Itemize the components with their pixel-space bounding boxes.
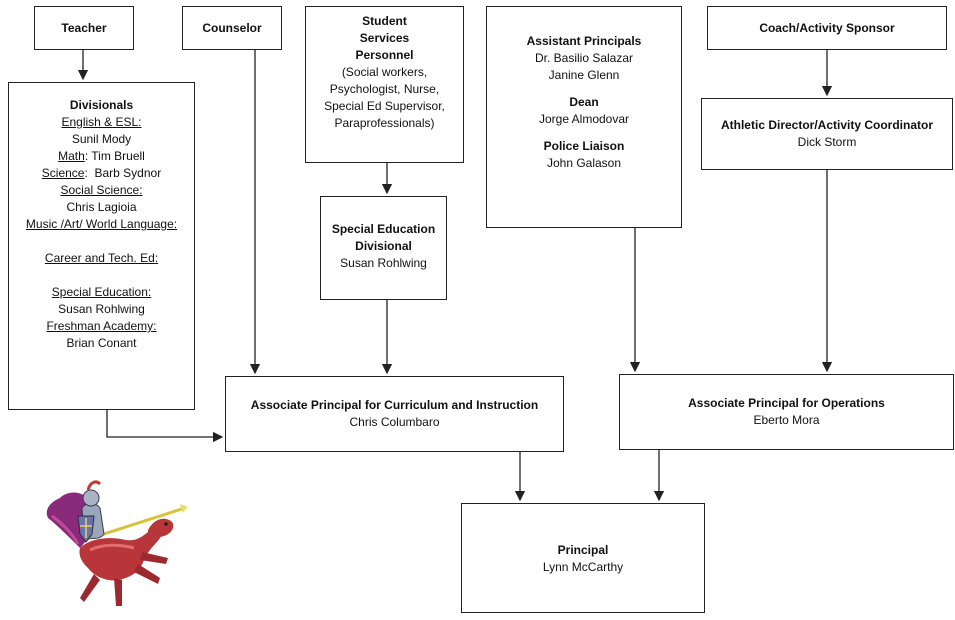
special-education-name: Susan Rohlwing — [58, 302, 145, 316]
sped-divisional-box: Special Education Divisional Susan Rohlw… — [320, 196, 447, 300]
athletic-director-box: Athletic Director/Activity Coordinator D… — [701, 98, 953, 170]
police-liaison-title: Police Liaison — [543, 139, 625, 153]
assoc-operations-name: Eberto Mora — [753, 413, 820, 427]
counselor-box: Counselor — [182, 6, 282, 50]
dean-title: Dean — [569, 95, 599, 109]
divisionals-title: Divisionals — [69, 98, 134, 112]
social-science-name: Chris Lagioia — [66, 200, 137, 214]
sped-divisional-title-1: Special Education — [331, 222, 436, 236]
freshman-academy-name: Brian Conant — [66, 336, 137, 350]
sped-divisional-title-2: Divisional — [355, 239, 412, 253]
student-services-box: Student Services Personnel (Social worke… — [305, 6, 464, 163]
athletic-director-name: Dick Storm — [797, 135, 857, 149]
teacher-box: Teacher — [34, 6, 134, 50]
student-services-detail-3: Special Ed Supervisor, — [324, 99, 445, 113]
sped-divisional-name: Susan Rohlwing — [340, 256, 427, 270]
freshman-academy-label: Freshman Academy: — [46, 319, 157, 333]
science-label: Science — [41, 166, 85, 180]
assoc-operations-title: Associate Principal for Operations — [688, 396, 885, 410]
assoc-curriculum-name: Chris Columbaro — [349, 415, 440, 429]
science-name: : Barb Sydnor — [84, 166, 162, 180]
police-liaison-name: John Galason — [546, 156, 622, 170]
principal-title: Principal — [557, 543, 609, 557]
math-label: Math — [58, 149, 85, 163]
career-tech-label: Career and Tech. Ed: — [44, 251, 159, 265]
dean-name: Jorge Almodovar — [538, 112, 630, 126]
divisionals-box: Divisionals English & ESL: Sunil Mody Ma… — [8, 82, 195, 410]
assoc-operations-box: Associate Principal for Operations Ebert… — [619, 374, 954, 450]
assistant-principals-title: Assistant Principals — [526, 34, 642, 48]
english-label: English & ESL: — [61, 115, 142, 129]
assistant-principal-name-1: Dr. Basilio Salazar — [534, 51, 634, 65]
math-line: Math: Tim Bruell — [9, 148, 194, 165]
counselor-title: Counselor — [202, 21, 262, 35]
assoc-curriculum-box: Associate Principal for Curriculum and I… — [225, 376, 564, 452]
principal-box: Principal Lynn McCarthy — [461, 503, 705, 613]
athletic-director-title: Athletic Director/Activity Coordinator — [720, 118, 934, 132]
music-art-label: Music /Art/ World Language: — [25, 217, 178, 231]
student-services-detail-1: (Social workers, — [341, 65, 428, 79]
special-education-label: Special Education: — [51, 285, 152, 299]
assoc-curriculum-title: Associate Principal for Curriculum and I… — [250, 398, 539, 412]
assistant-principal-name-2: Janine Glenn — [548, 68, 620, 82]
coach-box: Coach/Activity Sponsor — [707, 6, 947, 50]
student-services-title-2: Services — [359, 31, 410, 45]
english-name: Sunil Mody — [71, 132, 132, 146]
arrow-divisionals-to-assoc-curriculum — [106, 410, 224, 443]
student-services-detail-4: Paraprofessionals) — [334, 116, 435, 130]
teacher-title: Teacher — [61, 21, 107, 35]
principal-name: Lynn McCarthy — [542, 560, 624, 574]
coach-title: Coach/Activity Sponsor — [759, 21, 895, 35]
math-name: : Tim Bruell — [84, 149, 145, 163]
student-services-title-3: Personnel — [355, 48, 414, 62]
assistant-principals-box: Assistant Principals Dr. Basilio Salazar… — [486, 6, 682, 228]
student-services-title-1: Student — [362, 14, 407, 28]
knight-on-horse-icon — [46, 480, 188, 606]
social-science-label: Social Science: — [60, 183, 143, 197]
science-line: Science: Barb Sydnor — [9, 165, 194, 182]
student-services-detail-2: Psychologist, Nurse, — [329, 82, 440, 96]
